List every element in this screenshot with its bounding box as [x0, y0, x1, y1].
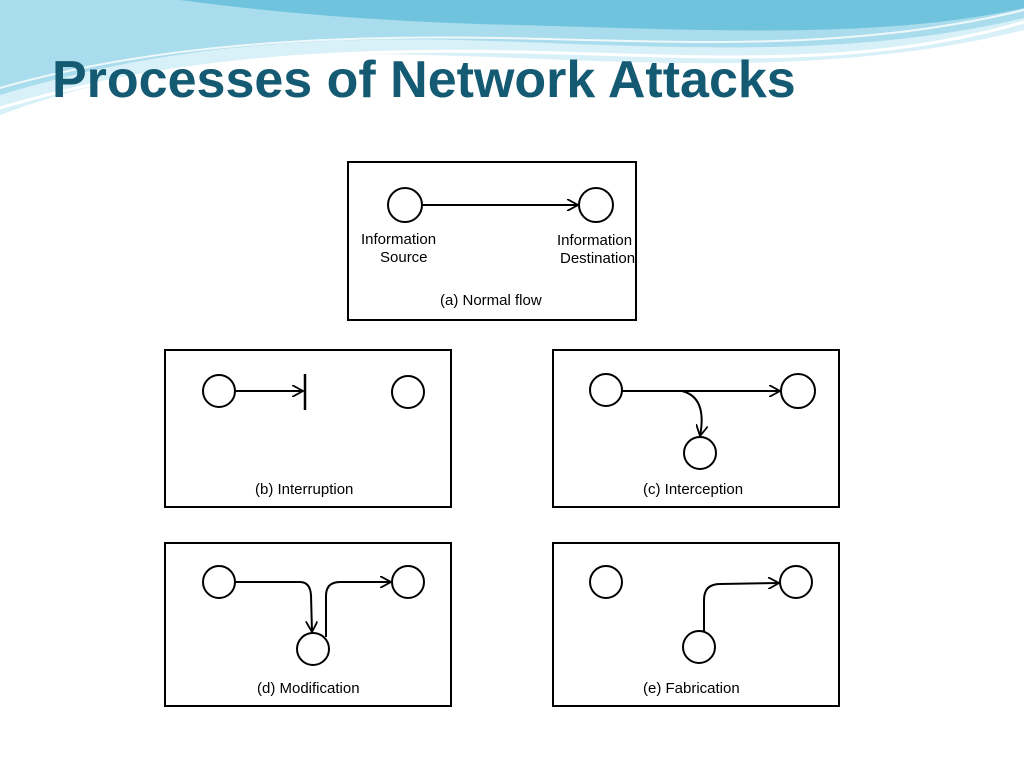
source-label-line1: Information	[361, 231, 436, 248]
source-node	[202, 374, 236, 408]
source-node	[589, 373, 623, 407]
panel-interruption: (b) Interruption	[164, 349, 452, 508]
panel-caption: (c) Interception	[643, 481, 743, 498]
destination-label-line1: Information	[557, 232, 632, 249]
destination-label-line2: Destination	[560, 250, 635, 267]
fabricator-node	[682, 630, 716, 664]
page-title: Processes of Network Attacks	[52, 51, 796, 109]
panel-modification: (d) Modification	[164, 542, 452, 707]
modifier-node	[296, 632, 330, 666]
panel-caption: (b) Interruption	[255, 481, 353, 498]
panel-caption: (d) Modification	[257, 680, 360, 697]
source-node	[202, 565, 236, 599]
panel-interception: (c) Interception	[552, 349, 840, 508]
from-modifier-arrow	[325, 582, 391, 637]
panel-normal-flow: Information Source Information Destinati…	[347, 161, 637, 321]
destination-node	[780, 373, 816, 409]
to-modifier-arrow	[235, 581, 312, 632]
destination-node	[391, 565, 425, 599]
header-wave-decoration	[0, 0, 1024, 115]
source-label-line2: Source	[380, 249, 428, 266]
destination-node	[391, 375, 425, 409]
panel-caption: (a) Normal flow	[440, 292, 542, 309]
panel-frame	[347, 161, 637, 321]
destination-node	[578, 187, 614, 223]
source-node	[387, 187, 423, 223]
panel-fabrication: (e) Fabrication	[552, 542, 840, 707]
source-node	[589, 565, 623, 599]
intercept-arrow	[681, 390, 702, 436]
fabricated-arrow	[703, 583, 779, 631]
panel-caption: (e) Fabrication	[643, 680, 740, 697]
interceptor-node	[683, 436, 717, 470]
destination-node	[779, 565, 813, 599]
